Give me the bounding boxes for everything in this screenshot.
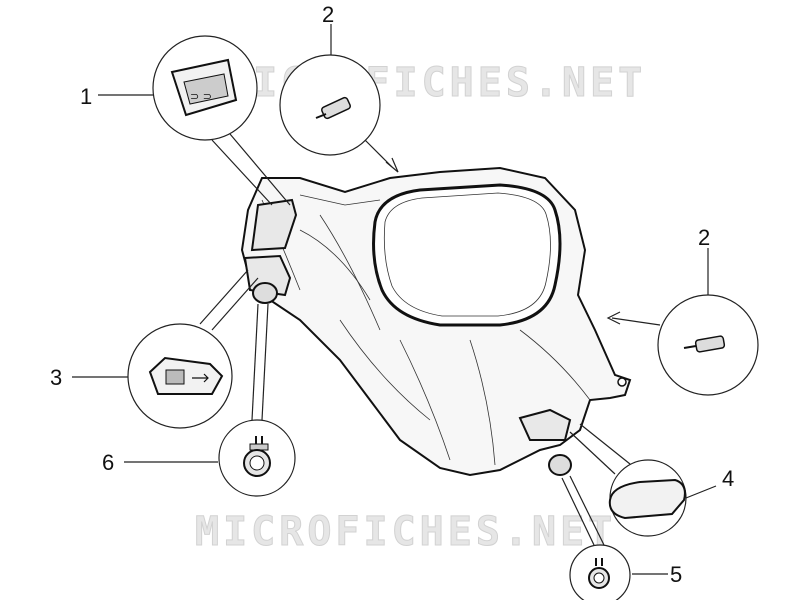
callout-3: 3 xyxy=(50,269,259,429)
right-knob xyxy=(588,558,610,589)
callout-label-3: 3 xyxy=(50,365,62,390)
headlight-switch: ⊃ ⊃ xyxy=(170,58,238,117)
left-knob-socket xyxy=(252,282,278,304)
callout-2a: 2 xyxy=(279,2,399,173)
callout-label-6: 6 xyxy=(102,450,114,475)
right-switch-pocket xyxy=(518,408,572,441)
callout-label-2a: 2 xyxy=(322,2,334,27)
left-knob xyxy=(243,436,271,477)
speedometer-bezel xyxy=(372,183,562,327)
callout-label-1: 1 xyxy=(80,84,92,109)
turn-signal-switch xyxy=(148,356,224,395)
svg-text:⊃ ⊃: ⊃ ⊃ xyxy=(190,90,212,103)
bulb-top xyxy=(315,96,351,120)
callout-5: 5 xyxy=(561,475,682,600)
callout-label-5: 5 xyxy=(670,562,682,587)
right-switch-cover xyxy=(608,478,686,520)
watermark-bottom: MICROFICHES.NET xyxy=(195,509,616,555)
right-knob-socket xyxy=(548,454,572,476)
callout-6: 6 xyxy=(102,303,296,497)
callout-label-2b: 2 xyxy=(698,225,710,250)
callout-4: 4 xyxy=(569,423,734,537)
callout-2b: 2 xyxy=(606,225,759,396)
bulb-right xyxy=(683,335,726,353)
callout-label-4: 4 xyxy=(722,466,734,491)
handlebar-cover xyxy=(240,166,632,477)
callout-1: ⊃ ⊃ 1 xyxy=(80,35,291,206)
